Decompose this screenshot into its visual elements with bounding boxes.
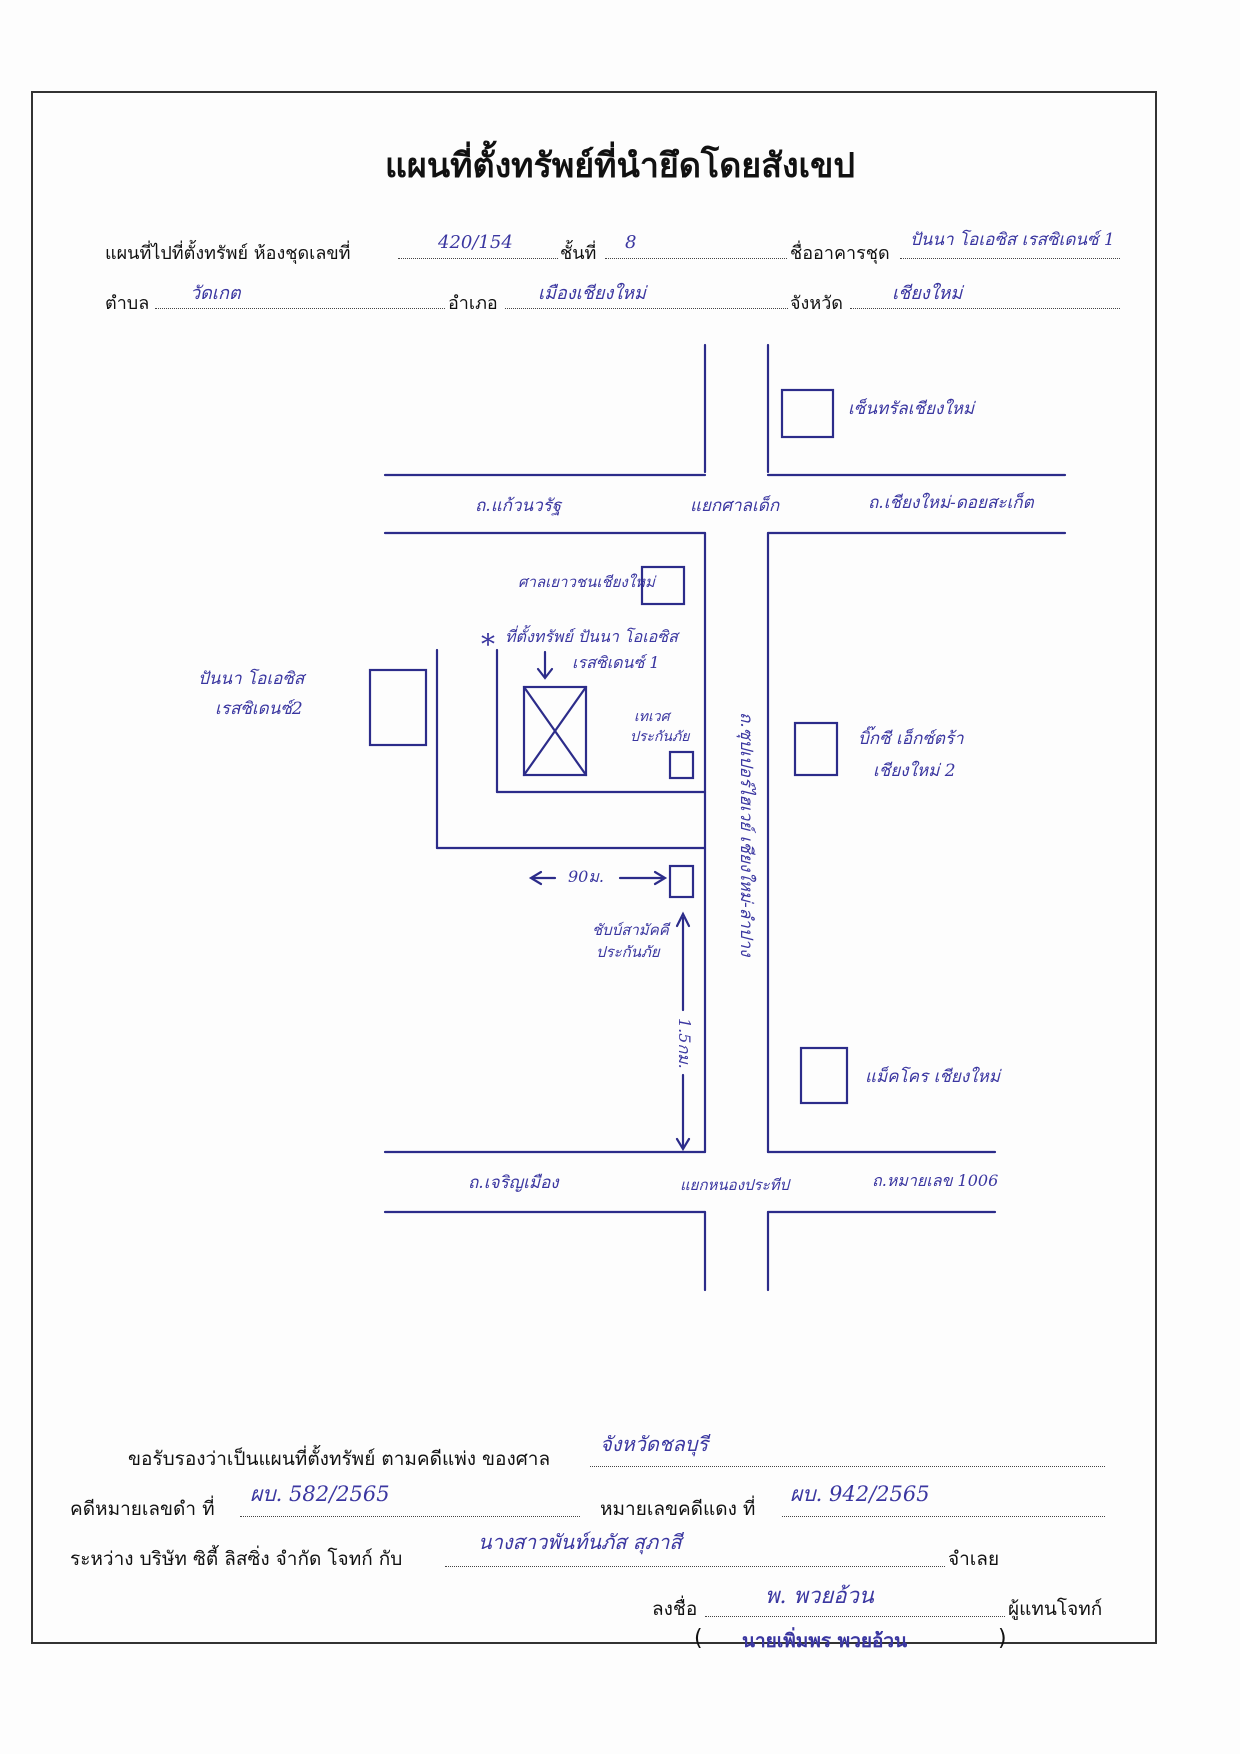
dotted-line [782, 1516, 1105, 1517]
dotted-line [850, 308, 1120, 309]
signer-name: นายเพิ่มพร พวยอ้วน [742, 1630, 908, 1652]
district-label: อำเภอ [448, 293, 498, 314]
defendant-suffix: จำเลย [948, 1548, 1000, 1570]
property-cross [522, 685, 588, 777]
red-case-label: หมายเลขคดีแดง ที่ [600, 1498, 756, 1520]
building-chubb [668, 864, 695, 899]
makro-label: แม็คโคร เชียงใหม่ [865, 1067, 1000, 1087]
province-label: จังหวัด [790, 293, 843, 314]
close-paren: ) [998, 1626, 1007, 1651]
building-juvenile-court [640, 565, 686, 606]
building-property [522, 685, 588, 777]
defendant-name: นางสาวพันท์นภัส สุภาสี [478, 1530, 682, 1554]
central-festival-label: เซ็นทรัลเชียงใหม่ [848, 399, 975, 419]
bigc-label-2: เชียงใหม่ 2 [873, 761, 956, 781]
property-star: * [481, 628, 495, 661]
building-oasis-2 [368, 668, 428, 747]
distance-15-label: 1.5กม. [675, 1018, 694, 1069]
district-value: เมืองเชียงใหม่ [538, 283, 646, 304]
bigc-label-1: บิ๊กซี เอ็กซ์ตร้า [858, 729, 964, 749]
property-arrow-head [536, 667, 554, 680]
property-label-2: เรสซิเดนซ์ 1 [572, 653, 660, 672]
black-case-number: ผบ. 582/2565 [250, 1482, 390, 1506]
open-paren: ( [694, 1626, 703, 1651]
chubb-label-1: ชับบ์สามัคคี [592, 921, 669, 939]
dotted-line [445, 1566, 945, 1567]
distance-90-label: 90ม. [568, 867, 604, 886]
thanachart-label-2: ประกันภัย [630, 729, 690, 745]
building-bigc [793, 721, 839, 777]
road-label-1006: ถ.หมายเลข 1006 [872, 1171, 999, 1190]
property-label-1: ที่ตั้งทรัพย์ ปันนา โอเอซิส [505, 627, 678, 646]
building-name: ปันนา โอเอซิส เรสซิเดนซ์ 1 [910, 230, 1115, 250]
subdistrict-value: วัดเกต [190, 283, 241, 304]
dotted-line [155, 308, 445, 309]
distance-90-arrow-head [528, 870, 543, 886]
dotted-line [398, 258, 558, 259]
main-road-label: ถ.ซุปเปอร์ไฮเวย์ เชียงใหม่-ลำปาง [736, 712, 756, 957]
junction-label-top: แยกศาลเด็ก [690, 496, 780, 516]
sign-suffix: ผู้แทนโจทก์ [1008, 1598, 1103, 1620]
dotted-line [705, 1616, 1005, 1617]
road-label-charoen-muang: ถ.เจริญเมือง [468, 1173, 559, 1193]
road-label-doi-saket: ถ.เชียงใหม่-ดอยสะเก็ต [868, 493, 1034, 513]
province-value: เชียงใหม่ [892, 283, 963, 304]
map-label: แผนที่ไปที่ตั้งทรัพย์ ห้องชุดเลขที่ [105, 243, 351, 264]
building-makro [799, 1046, 849, 1105]
subdistrict-label: ตำบล [105, 293, 150, 314]
distance-15-arrow-head [675, 1137, 691, 1152]
building-thanachart [668, 750, 695, 780]
sign-label: ลงชื่อ [652, 1598, 698, 1620]
distance-90-arrow-head [653, 870, 668, 886]
floor-label: ชั้นที่ [560, 243, 597, 264]
distance-15-arrow-head [675, 911, 691, 928]
parties-label: ระหว่าง บริษัท ซิตี้ ลิสซิ่ง จำกัด โจทก์… [70, 1548, 403, 1570]
dotted-line [605, 258, 787, 259]
road-label-kaewnawarat: ถ.แก้วนวรัฐ [475, 496, 562, 516]
junction-label-bottom: แยกหนองประทีป [680, 1176, 790, 1194]
dotted-line [240, 1516, 580, 1517]
oasis-2-label-1: ปันนา โอเอซิส [198, 669, 305, 689]
document-title: แผนที่ตั้งทรัพย์ที่นำยึดโดยสังเขป [385, 146, 855, 186]
juvenile-court-label: ศาลเยาวชนเชียงใหม่ [518, 573, 655, 591]
dotted-line [900, 258, 1120, 259]
signature: พ. พวยอ้วน [765, 1584, 874, 1609]
chubb-label-2: ประกันภัย [596, 943, 660, 961]
unit-number: 420/154 [438, 232, 513, 253]
dotted-line [505, 308, 788, 309]
oasis-2-label-2: เรสซิเดนซ์2 [215, 699, 303, 719]
building-label: ชื่ออาคารชุด [790, 243, 890, 264]
document-border [31, 91, 1157, 1644]
black-case-label: คดีหมายเลขดำ ที่ [70, 1498, 215, 1520]
floor-value: 8 [625, 232, 637, 253]
certify-label: ขอรับรองว่าเป็นแผนที่ตั้งทรัพย์ ตามคดีแพ… [128, 1448, 551, 1470]
building-central [780, 388, 835, 439]
dotted-line [590, 1466, 1105, 1467]
court-name: จังหวัดชลบุรี [600, 1432, 709, 1456]
thanachart-label-1: เทเวศ [634, 709, 670, 725]
red-case-number: ผบ. 942/2565 [790, 1482, 930, 1506]
